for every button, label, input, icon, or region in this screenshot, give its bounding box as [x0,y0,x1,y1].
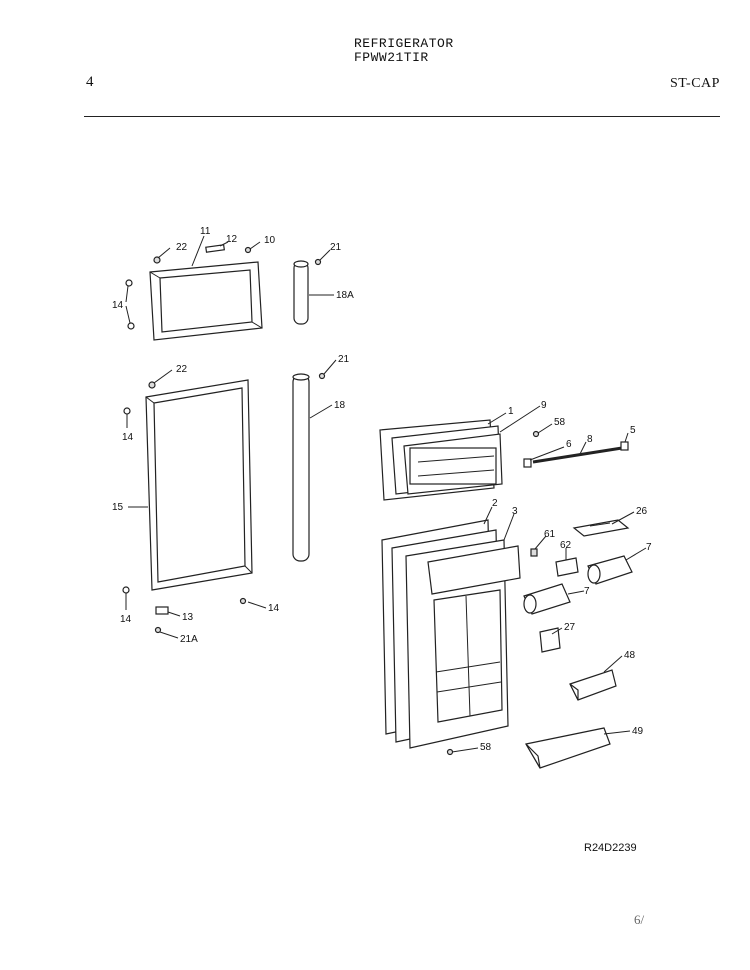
leader-lines [125,235,647,753]
egg-bin-7-left [523,583,571,615]
section-code: ST-CAP [670,76,720,91]
callout-5: 5 [630,425,636,436]
screw-14-right [239,597,247,605]
callout-14-freezer: 14 [112,300,124,311]
callout-58-upper: 58 [554,417,566,428]
fresh-food-handle-18 [292,372,326,562]
door-shelf-48 [569,669,617,701]
stop-61 [530,548,538,557]
callout-62: 62 [560,540,572,551]
hinge-pin-14-mid [123,407,131,415]
callout-7-left: 7 [584,586,590,597]
callout-22-top: 22 [176,242,188,253]
egg-bin-7-right [587,555,633,585]
cover-62 [555,557,579,577]
handle-part-12 [205,244,226,253]
callout-6: 6 [566,439,572,450]
fresh-food-door-frame [145,379,253,591]
diagram-title: REFRIGERATOR [354,36,454,51]
cover-27 [539,627,561,653]
rod-end-cap-5 [620,441,629,451]
freezer-handle-18a [293,258,322,325]
callout-9: 9 [541,400,547,411]
freezer-door-liner [379,419,503,501]
callout-13: 13 [182,612,194,623]
model-number: FPWW21TIR [354,50,429,65]
callout-14-right: 14 [268,603,280,614]
callout-1: 1 [508,406,514,417]
door-shelf-49 [525,727,611,769]
callout-18: 18 [334,400,346,411]
dairy-door-26 [572,519,630,537]
callout-3: 3 [512,506,518,517]
bracket-13 [155,606,169,615]
callout-26: 26 [636,506,648,517]
callout-21-lower: 21 [338,354,350,365]
callout-labels: 11 12 22 10 21 14 18A 22 21 18 14 15 14 … [112,226,652,753]
callout-27: 27 [564,622,576,633]
rod-end-cap-6 [523,458,532,468]
rod-8 [532,446,623,464]
hinge-pin-14-lower [127,322,135,330]
callout-14-mid: 14 [122,432,134,443]
page-number: 4 [86,74,94,90]
callout-18a: 18A [336,290,354,301]
callout-14-bottom: 14 [120,614,132,625]
freezer-door-frame [149,261,263,341]
drawing-reference-code: R24D2239 [584,842,637,854]
screw-58-lower [446,748,454,756]
callout-48: 48 [624,650,636,661]
screw-58-upper [532,430,540,438]
callout-10: 10 [264,235,276,246]
callout-11: 11 [200,226,211,237]
callout-58-lower: 58 [480,742,492,753]
callout-8: 8 [587,434,593,445]
callout-21-top: 21 [330,242,342,253]
callout-22-lower: 22 [176,364,188,375]
screw-22-lower [148,381,156,389]
hinge-pin-14-bottom [122,586,130,594]
corner-handwritten-mark: 6/ [634,912,645,927]
screw-21a [154,626,162,634]
header-rule [84,116,720,117]
callout-49: 49 [632,726,644,737]
callout-7-right: 7 [646,542,652,553]
callout-61: 61 [544,529,556,540]
screw-22-top [153,256,161,264]
callout-21a: 21A [180,634,198,645]
callout-2: 2 [492,498,498,509]
screw-10 [244,246,252,254]
callout-12: 12 [226,234,238,245]
callout-15: 15 [112,502,124,513]
fresh-food-door-liner [381,519,521,749]
hinge-pin-14-upper [125,279,133,287]
